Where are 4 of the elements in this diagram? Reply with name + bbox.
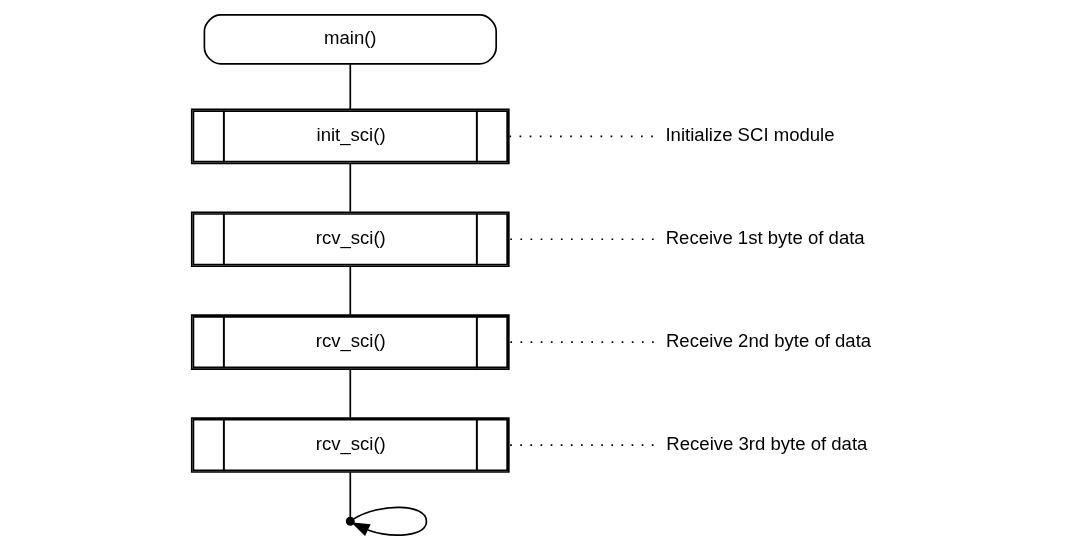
node-text: Receive 2nd byte of data: [665, 329, 871, 351]
node-text: Receive 3rd byte of data: [665, 432, 867, 454]
node-text: Receive 1st byte of data: [665, 226, 865, 248]
node-text: Initialize SCI module: [664, 124, 835, 146]
